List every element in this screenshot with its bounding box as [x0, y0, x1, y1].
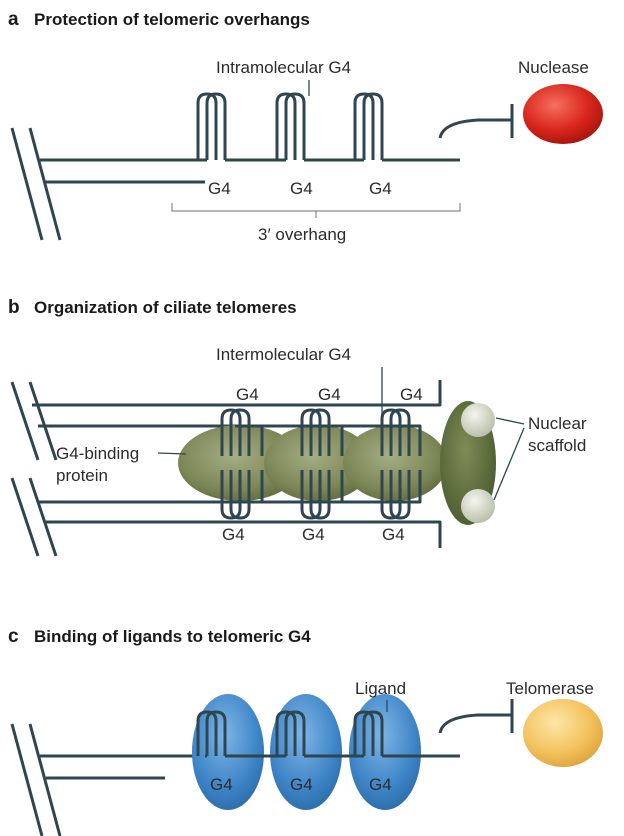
- telomerase-label: Telomerase: [506, 679, 594, 698]
- g4-structures: [196, 92, 460, 162]
- panel-a-intramolecular-label: Intramolecular G4: [216, 58, 351, 77]
- panel-b-break-marks-top: [10, 381, 58, 461]
- panel-b-g4-bottom-1: [220, 470, 251, 520]
- panel-a-g4-1: [196, 92, 227, 160]
- panel-b-g4-top-1: G4: [236, 385, 259, 404]
- ligand-label: Ligand: [355, 679, 406, 698]
- panel-c-g4-2: [275, 710, 306, 756]
- panel-a-duplex: [40, 158, 205, 184]
- panel-a: a Protection of telomeric overhangs: [8, 9, 310, 241]
- panel-c-inhibition-arc: [438, 713, 512, 734]
- panel-c-letter: c: [8, 626, 19, 647]
- panel-c-g4-structures: [196, 710, 460, 758]
- panel-a-inhibition-arc: [438, 118, 512, 139]
- panel-b-g4-bottom-2: [300, 470, 331, 520]
- panel-b-g4-top-2: G4: [318, 385, 341, 404]
- nuclear-scaffold-label-line2: scaffold: [528, 436, 586, 455]
- panel-c-g4-label-2: G4: [290, 775, 313, 794]
- ligand-2: [270, 694, 342, 810]
- panel-b-g4-structures: [185, 380, 442, 548]
- panel-c-g4-label-3: G4: [369, 775, 392, 794]
- panel-b-duplex-top: [32, 403, 235, 428]
- overhang-bracket: [171, 203, 461, 218]
- panel-b-g4-top-1: [220, 408, 251, 456]
- nuclear-scaffold-sphere-bottom: [461, 489, 495, 523]
- panel-c-title: Binding of ligands to telomeric G4: [34, 627, 311, 646]
- panel-b-letter: b: [8, 297, 20, 318]
- panel-a-g4-label-2: G4: [290, 179, 313, 198]
- panel-b-g4-bottom-2: G4: [302, 525, 325, 544]
- panel-a-g4-label-1: G4: [208, 179, 231, 198]
- panel-c: c Binding of ligands to telomeric G4: [8, 626, 421, 836]
- g4-binding-protein-2: [264, 425, 372, 501]
- panel-c-break-marks: [10, 723, 62, 836]
- panel-a-letter: a: [8, 9, 19, 30]
- nuclease-label: Nuclease: [518, 58, 589, 77]
- panel-b-g4-bottom-3: G4: [382, 525, 405, 544]
- panel-a-g4-3: [353, 92, 384, 160]
- panel-b-connecting-strands: [185, 380, 442, 548]
- g4-binding-protein-3: [343, 425, 447, 501]
- panel-c-g4-label-1: G4: [210, 775, 233, 794]
- g4-binding-protein-label-line1: G4-binding: [56, 444, 139, 463]
- panel-b-title: Organization of ciliate telomeres: [34, 298, 297, 317]
- nuclear-scaffold-sphere-top: [461, 403, 495, 437]
- panel-c-duplex: [40, 754, 205, 780]
- panel-a-labels: Intramolecular G4 G4 G4 G4 3′ overhang N…: [171, 58, 603, 244]
- panel-a-break-marks: [10, 127, 62, 241]
- panel-a-g4-label-3: G4: [369, 179, 392, 198]
- panel-c-g4-3: [353, 710, 384, 756]
- panel-a-title: Protection of telomeric overhangs: [34, 10, 310, 29]
- g4-binding-protein-pointer: [157, 452, 187, 455]
- telomerase-enzyme: [523, 699, 603, 767]
- g4-binding-protein-label-line2: protein: [56, 466, 108, 485]
- panel-b-g4-bottom-3: [380, 470, 411, 520]
- ligand-1: [192, 694, 264, 810]
- panel-b-g4-top-2: [300, 408, 331, 456]
- ligand-3: [349, 694, 421, 810]
- nuclear-scaffold-label-line1: Nuclear: [528, 414, 587, 433]
- nuclear-scaffold-pointers: [493, 417, 525, 501]
- panel-b-break-marks-bottom: [10, 477, 58, 557]
- panel-a-g4-2: [275, 92, 306, 160]
- panel-c-labels: Ligand G4 G4 G4 Telomerase: [210, 679, 603, 794]
- panel-b-labels: Intermolecular G4 G4 G4 G4 G4 G4 G4 G4-b…: [56, 345, 587, 544]
- nuclease-enzyme: [523, 84, 603, 144]
- panel-b-g4-top-3: G4: [400, 385, 423, 404]
- panel-c-g4-1: [196, 710, 227, 756]
- panel-b-intermolecular-label: Intermolecular G4: [216, 345, 351, 364]
- panel-b-g4-bottom-1: G4: [222, 525, 245, 544]
- g4-binding-protein-1: [178, 425, 302, 501]
- overhang-label: 3′ overhang: [258, 225, 346, 244]
- panel-b-duplex-bottom: [38, 500, 235, 524]
